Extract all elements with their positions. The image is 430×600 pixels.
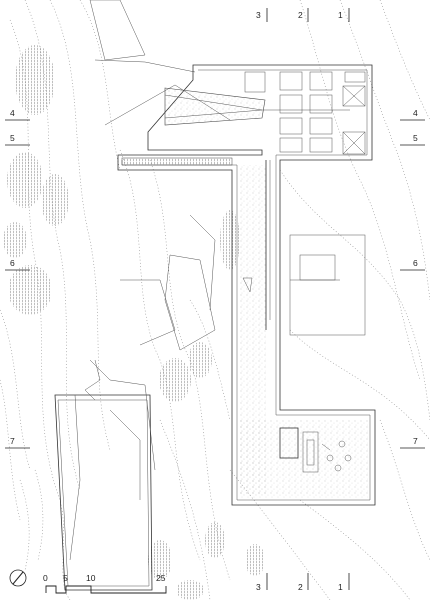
grid-label-7-right: 7 [413, 436, 418, 446]
grid-label-3-bottom: 3 [256, 582, 261, 592]
vegetation-hatching [3, 45, 265, 600]
grid-label-1-bottom: 1 [338, 582, 343, 592]
grid-label-4-right: 4 [413, 108, 418, 118]
north-arrow-icon [9, 569, 27, 587]
grid-label-5-right: 5 [413, 133, 418, 143]
grid-label-6-left: 6 [10, 258, 15, 268]
scale-bar: 0 5 10 25 [43, 573, 167, 594]
main-building-plan [117, 64, 376, 506]
scale-label-25: 25 [156, 573, 166, 583]
grid-label-2-bottom: 2 [298, 582, 303, 592]
scale-label-10: 10 [86, 573, 96, 583]
grid-label-7-left: 7 [10, 436, 15, 446]
scale-label-0: 0 [43, 573, 48, 583]
grid-label-4-left: 4 [10, 108, 15, 118]
scale-label-5: 5 [63, 573, 68, 583]
grid-label-3-top: 3 [256, 10, 261, 20]
grid-label-5-left: 5 [10, 133, 15, 143]
grid-label-6-right: 6 [413, 258, 418, 268]
grid-label-2-top: 2 [298, 10, 303, 20]
grid-label-1-top: 1 [338, 10, 343, 20]
skylight-grid [244, 71, 366, 155]
grid-axis-ticks [5, 8, 425, 590]
grid-axis-labels: 3 2 1 3 2 1 4 5 6 7 4 5 6 7 [10, 10, 418, 592]
neighbouring-buildings [54, 0, 231, 591]
